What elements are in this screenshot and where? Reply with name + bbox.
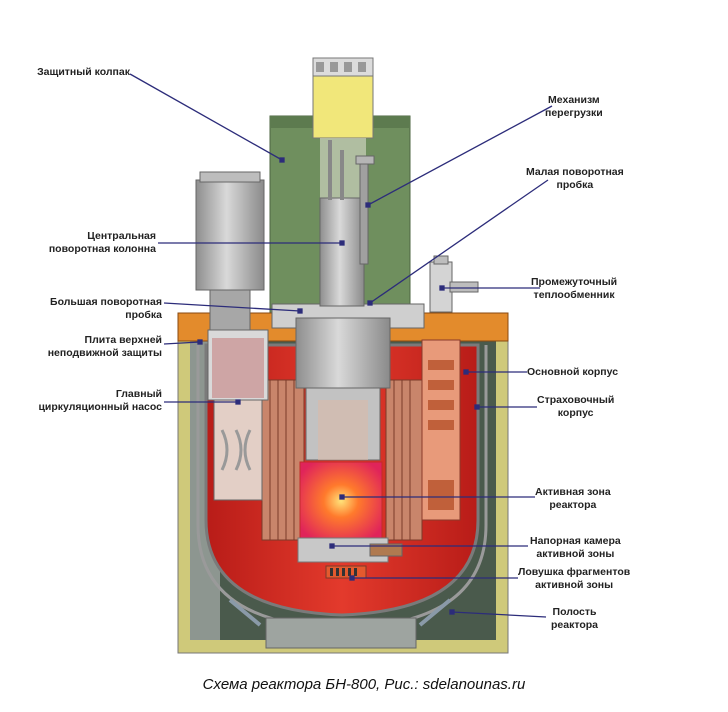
pump-column-top [195, 179, 265, 291]
central-column [319, 197, 365, 307]
label-reactor-core: Активная зона реактора [535, 486, 611, 511]
leader-protective-cap [129, 73, 283, 161]
label-small-rotating-plug: Малая поворотная пробка [526, 166, 624, 191]
label-large-rotating-plug: Большая поворотная пробка [50, 296, 162, 321]
label-refueling-mechanism: Механизм перегрузки [545, 94, 603, 119]
small-rotating-plug-body [295, 317, 391, 389]
core-glow [299, 461, 383, 541]
leader-refuel [367, 105, 553, 206]
leader-upper-plate [163, 341, 201, 345]
reactor-base [265, 617, 417, 649]
label-intermediate-heat-exchanger: Промежуточный теплообменник [531, 276, 618, 301]
label-core-catcher: Ловушка фрагментов активной зоны [518, 566, 631, 591]
leader-cavity [451, 611, 547, 618]
label-main-vessel: Основной корпус [527, 366, 619, 378]
figure-caption: Схема реактора БН-800, Рис.: sdelanounas… [202, 676, 526, 693]
label-central-rotating-column: Центральная поворотная колонна [48, 230, 156, 255]
label-main-circulation-pump: Главный циркуляционный насос [38, 388, 162, 413]
leader-large-plug [163, 302, 301, 312]
fuel-assemblies-right [385, 379, 423, 541]
leader-small-plug [369, 179, 549, 304]
label-protective-cap: Защитный колпак [37, 66, 130, 78]
fuel-assemblies-left [261, 379, 305, 541]
label-upper-fixed-shield-plate: Плита верхней неподвижной защиты [47, 334, 162, 359]
label-reactor-cavity: Полость реактора [551, 606, 599, 631]
label-guard-vessel: Страховочный корпус [537, 394, 615, 419]
label-core-pressure-chamber: Напорная камера активной зоны [530, 535, 621, 560]
